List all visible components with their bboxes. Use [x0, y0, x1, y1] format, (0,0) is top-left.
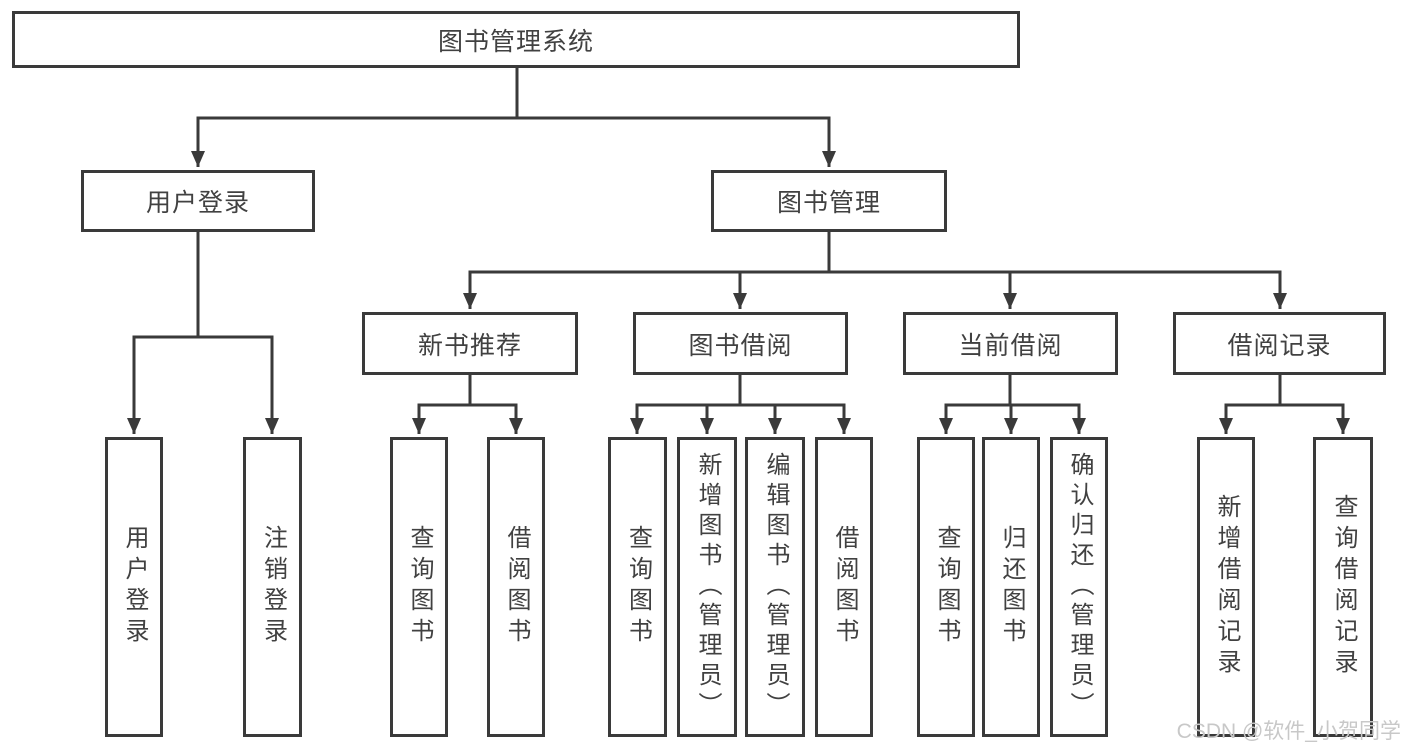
leaf-query-books-borrow: 查询图书 — [608, 437, 667, 737]
leaf-label: 归还图书 — [998, 525, 1025, 649]
leaf-label: 查询图书 — [933, 525, 960, 649]
leaf-borrow-books: 借阅图书 — [815, 437, 873, 737]
node-new-book-recommend: 新书推荐 — [362, 312, 578, 375]
node-book-management: 图书管理 — [711, 170, 947, 232]
leaf-borrow-books-recommend: 借阅图书 — [487, 437, 545, 737]
leaf-query-borrow-record: 查询借阅记录 — [1313, 437, 1373, 737]
leaf-label: 新增图书（管理员） — [694, 452, 721, 722]
leaf-label: 借阅图书 — [831, 525, 858, 649]
node-label: 图书借阅 — [688, 331, 793, 360]
leaf-label: 确认归还（管理员） — [1066, 452, 1093, 722]
leaf-return-book: 归还图书 — [982, 437, 1040, 737]
leaf-add-book-admin: 新增图书（管理员） — [677, 437, 737, 737]
leaf-label: 查询借阅记录 — [1330, 494, 1357, 680]
node-label: 图书管理系统 — [437, 27, 594, 56]
leaf-label: 编辑图书（管理员） — [762, 452, 789, 722]
node-label: 用户登录 — [145, 189, 250, 217]
node-label: 新书推荐 — [417, 331, 522, 360]
leaf-label: 新增借阅记录 — [1213, 494, 1240, 680]
leaf-label: 用户登录 — [121, 525, 148, 649]
node-library-system: 图书管理系统 — [12, 11, 1020, 68]
node-label: 图书管理 — [776, 189, 881, 217]
node-borrow-records: 借阅记录 — [1173, 312, 1386, 375]
leaf-label: 借阅图书 — [503, 525, 530, 649]
node-label: 借阅记录 — [1227, 331, 1332, 360]
node-label: 当前借阅 — [958, 331, 1063, 360]
leaf-user-login: 用户登录 — [105, 437, 163, 737]
leaf-edit-book-admin: 编辑图书（管理员） — [745, 437, 805, 737]
leaf-label: 查询图书 — [406, 525, 433, 649]
node-book-borrow: 图书借阅 — [633, 312, 848, 375]
leaf-confirm-return-admin: 确认归还（管理员） — [1050, 437, 1108, 737]
node-current-borrow: 当前借阅 — [903, 312, 1118, 375]
leaf-label: 注销登录 — [259, 525, 287, 649]
leaf-query-books-recommend: 查询图书 — [390, 437, 448, 737]
leaf-label: 查询图书 — [624, 525, 652, 649]
leaf-logout: 注销登录 — [243, 437, 302, 737]
csdn-watermark: CSDN @软件_小贺同学 — [1176, 720, 1401, 743]
node-user-login: 用户登录 — [81, 170, 315, 232]
leaf-add-borrow-record: 新增借阅记录 — [1197, 437, 1255, 737]
leaf-query-books-current: 查询图书 — [917, 437, 975, 737]
